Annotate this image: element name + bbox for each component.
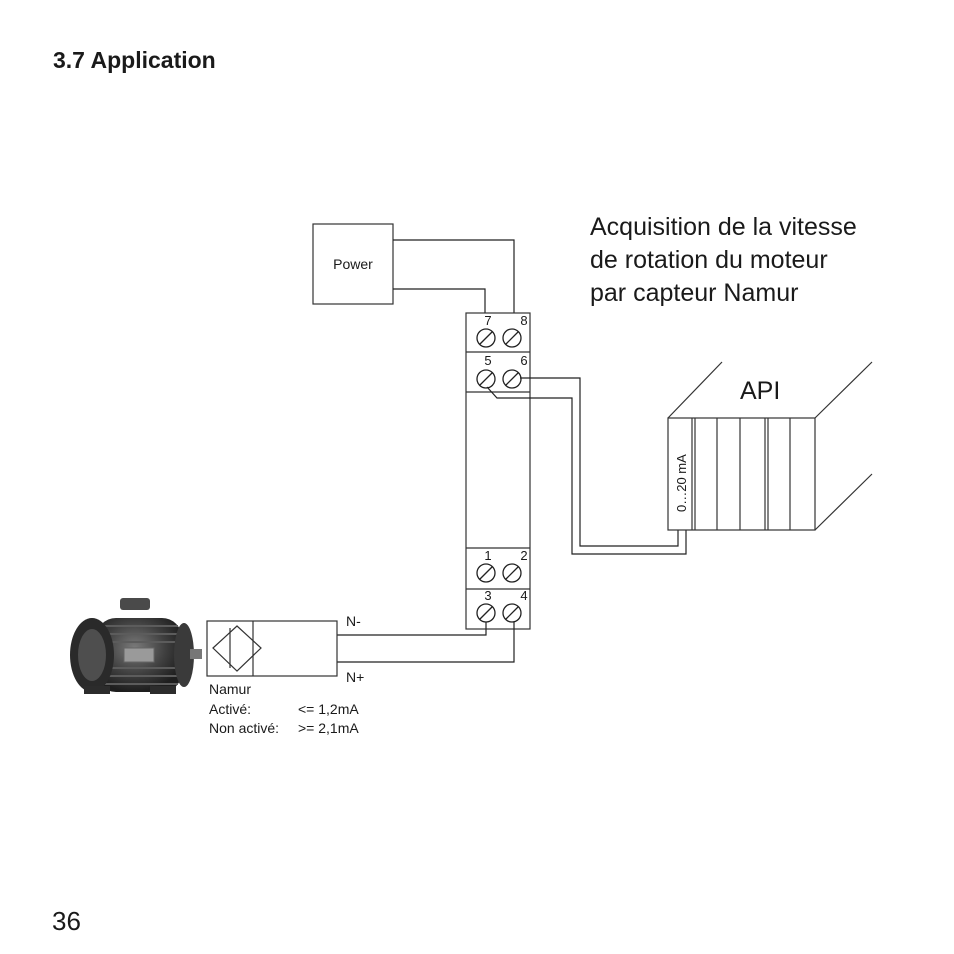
inactive-value: >= 2,1mA [298, 720, 359, 736]
screw-terminal-2 [502, 563, 522, 583]
page-number: 36 [52, 906, 81, 936]
namur-sensor [206, 620, 338, 677]
screw-terminal-7 [476, 328, 496, 348]
diagram-caption: Acquisition de la vitesse de rotation du… [590, 211, 857, 310]
n-plus-label: N+ [346, 669, 364, 685]
power-supply-box: Power [312, 223, 394, 305]
section-heading: 3.7 Application [53, 47, 216, 73]
active-label: Activé: [209, 701, 251, 717]
power-wires [393, 239, 515, 316]
n-minus-label: N- [346, 613, 361, 629]
api-input-range-label: 0…20 mA [674, 454, 689, 512]
terminal-4-label: 4 [520, 588, 527, 603]
terminal-7-label: 7 [484, 313, 491, 328]
screw-terminal-6 [502, 369, 522, 389]
caption-line-2: de rotation du moteur [590, 246, 828, 274]
output-wires [486, 377, 687, 555]
terminal-8-label: 8 [520, 313, 527, 328]
terminal-1-label: 1 [484, 548, 491, 563]
sensor-name: Namur [209, 681, 251, 697]
screw-terminal-4 [502, 603, 522, 623]
screw-terminal-8 [502, 328, 522, 348]
sensor-diamond-icon [212, 625, 262, 672]
terminal-6-label: 6 [520, 353, 527, 368]
terminal-5-label: 5 [484, 353, 491, 368]
caption-line-3: par capteur Namur [590, 279, 799, 307]
active-value: <= 1,2mA [298, 701, 359, 717]
terminal-2-label: 2 [520, 548, 527, 563]
terminal-3-label: 3 [484, 588, 491, 603]
electric-motor-illustration [70, 598, 202, 694]
api-label: API [740, 377, 780, 405]
screw-terminal-1 [476, 563, 496, 583]
caption-line-1: Acquisition de la vitesse [590, 213, 857, 241]
inactive-label: Non activé: [209, 720, 279, 736]
screw-terminal-3 [476, 603, 496, 623]
sensor-wires [337, 622, 515, 663]
screw-terminal-5 [476, 369, 496, 389]
api-plc-unit [667, 361, 873, 531]
power-label: Power [333, 256, 373, 272]
